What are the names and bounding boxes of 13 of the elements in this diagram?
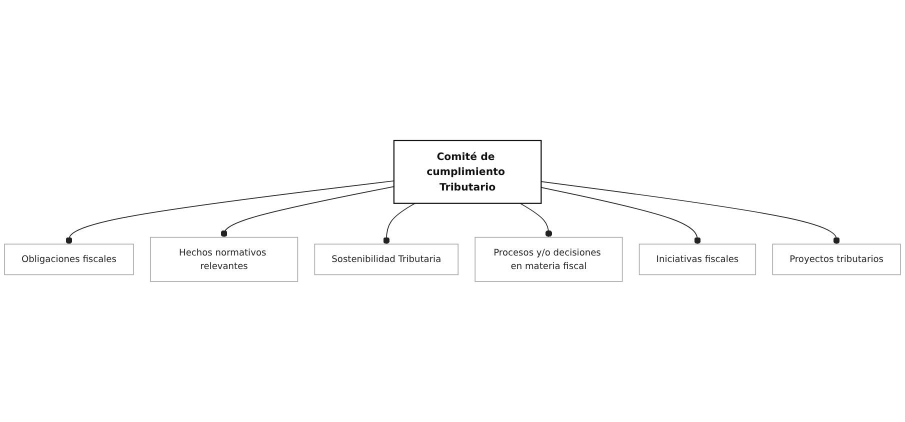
connector: [540, 187, 701, 245]
node-box: Hechos normativos relevantes: [150, 236, 298, 282]
node-box: Obligaciones fiscales: [4, 244, 134, 276]
connector: [520, 202, 552, 238]
node-box: Proyectos tributarios: [772, 244, 901, 276]
connector: [220, 186, 394, 238]
node-box: Iniciativas fiscales: [638, 244, 756, 276]
node-box: Procesos y/o decisiones en materia fiscal: [474, 236, 623, 282]
node-box: Sostenibilidad Tributaria: [314, 244, 459, 276]
connector: [540, 181, 840, 245]
connector: [66, 180, 394, 245]
node-box: Comité de cumplimiento Tributario: [393, 140, 542, 204]
connector: [382, 202, 416, 245]
